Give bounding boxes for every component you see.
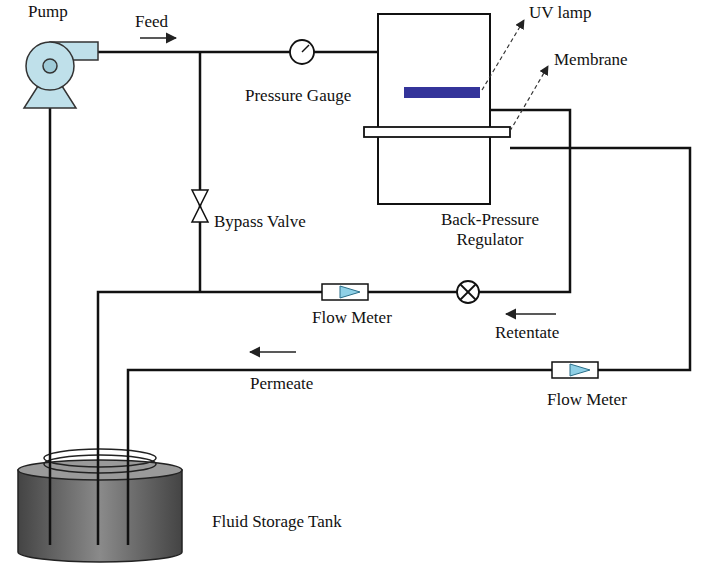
flow-arrow [140, 38, 556, 352]
pump [24, 42, 98, 108]
part-label: Pressure Gauge [243, 86, 353, 106]
part-label: Bypass Valve [212, 212, 308, 232]
callout-label: Membrane [552, 50, 630, 70]
flow-label: Retentate [493, 323, 561, 343]
membrane-cell [364, 14, 510, 204]
flow-label: Permeate [248, 374, 315, 394]
bypass-valve [192, 190, 208, 222]
part-label: Flow Meter [310, 308, 394, 328]
pipe [50, 52, 690, 545]
part-label: Fluid Storage Tank [210, 512, 344, 532]
part-label: Pump [26, 2, 70, 22]
leader-line [482, 20, 548, 131]
storage-tank [18, 449, 182, 562]
part-label: Flow Meter [545, 390, 629, 410]
flow-meter [552, 362, 598, 378]
callout-label: UV lamp [527, 3, 594, 23]
back-pressure-regulator [457, 281, 479, 303]
flow-meter [322, 284, 368, 300]
part-label: Back-Pressure Regulator [420, 210, 560, 251]
pressure-gauge [290, 40, 314, 64]
flow-label: Feed [133, 12, 170, 32]
